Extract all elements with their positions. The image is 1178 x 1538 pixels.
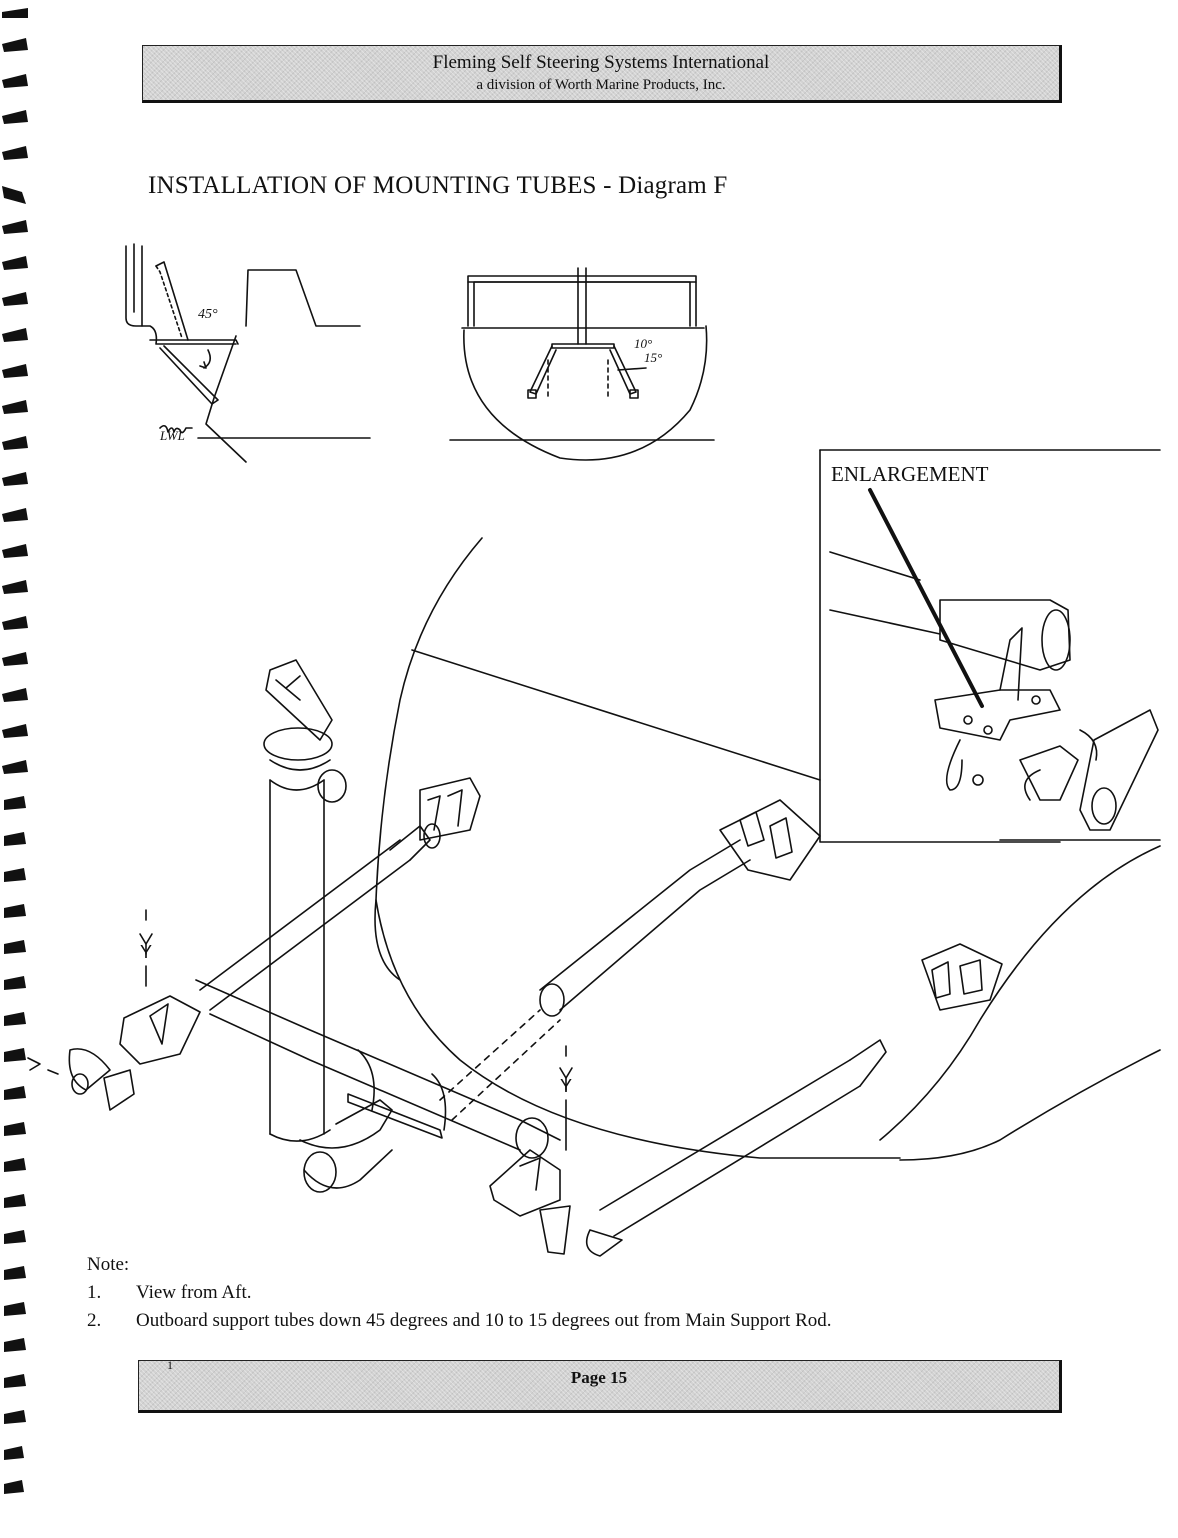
angle-10-label: 10° [634, 336, 652, 351]
note-item: 1. View from Aft. [87, 1279, 251, 1307]
enlargement-box [819, 449, 1161, 843]
note-item: 2. Outboard support tubes down 45 degree… [87, 1307, 832, 1335]
y-right-label: Y [560, 1076, 572, 1096]
header-division: a division of Worth Marine Products, Inc… [476, 77, 726, 93]
hull-outline [374, 537, 1161, 1161]
center-support-tube [439, 839, 751, 1121]
note-heading: Note: [87, 1254, 130, 1275]
footer-mark: 1 [167, 1358, 173, 1372]
y-guides [27, 909, 573, 1151]
aft-view-sketch [449, 267, 715, 461]
page-title: INSTALLATION OF MOUNTING TUBES - Diagram… [148, 172, 728, 199]
enlargement-label: ENLARGEMENT [831, 462, 989, 486]
note-text: View from Aft. [136, 1282, 252, 1303]
note-number: 1. [87, 1282, 102, 1303]
mounting-brackets [68, 777, 1003, 1255]
upper-support-tube [199, 823, 441, 1011]
note-number: 2. [87, 1310, 102, 1331]
main-support-tube [263, 659, 393, 1193]
binding-holes [2, 8, 28, 1494]
page-number: Page 15 [570, 1368, 628, 1387]
footer-banner: 1 Page 15 [138, 1358, 1062, 1413]
lower-support-tube [585, 1039, 887, 1257]
note-text: Outboard support tubes down 45 degrees a… [136, 1310, 832, 1331]
y-left-label: Y [140, 942, 152, 962]
note-block: Note: 1. View from Aft. 2. Outboard supp… [87, 1251, 832, 1335]
header-company-name: Fleming Self Steering Systems Internatio… [432, 52, 770, 73]
header-banner: Fleming Self Steering Systems Internatio… [142, 45, 1062, 103]
lwl-label: LWL [159, 428, 185, 443]
side-view-sketch [125, 243, 371, 463]
angle-45-label: 45° [198, 307, 218, 322]
angle-15-label: 15° [644, 350, 662, 365]
